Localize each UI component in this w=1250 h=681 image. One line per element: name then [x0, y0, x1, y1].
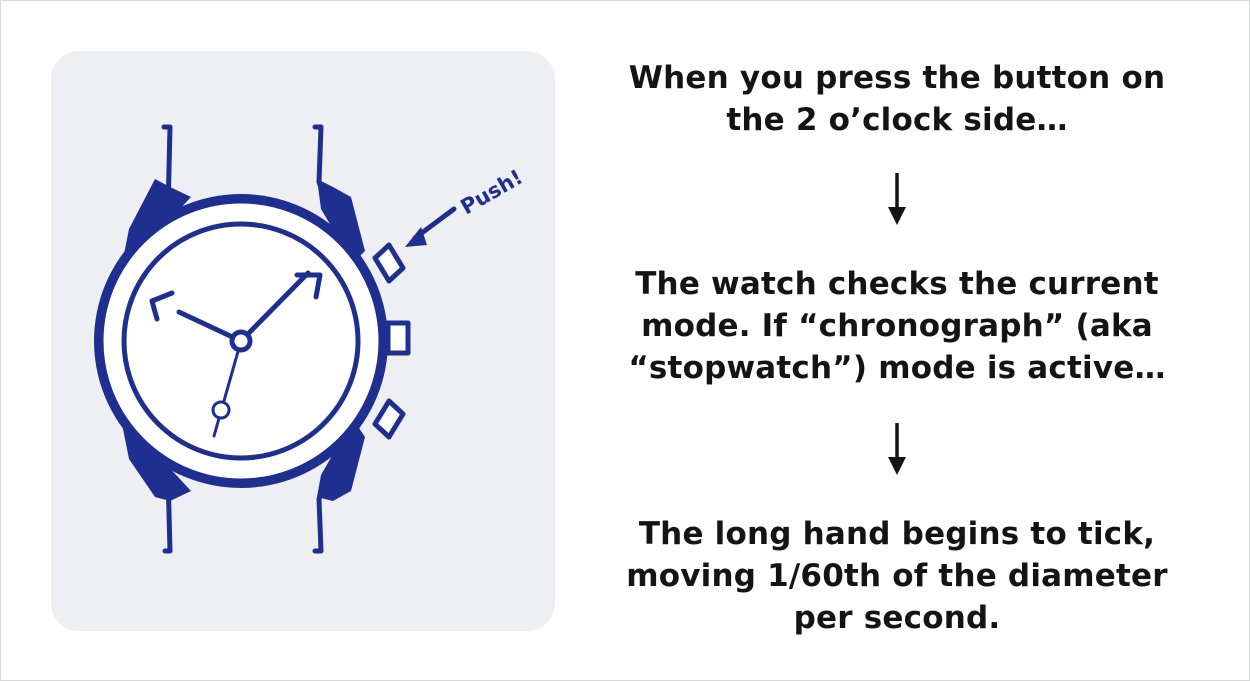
step-2-text: The watch checks the current mode. If “c…	[628, 266, 1166, 386]
push-callout-label: Push!	[457, 165, 527, 219]
push-callout-arrow	[405, 206, 457, 247]
long-hand	[238, 270, 311, 344]
lug-bottom-right	[317, 419, 365, 501]
second-hand-counterweight	[211, 400, 231, 420]
watch-illustration-panel: Push!	[51, 51, 555, 631]
chrono-second-hand	[212, 339, 243, 438]
down-arrow-icon	[888, 173, 906, 225]
lug-top-right	[317, 179, 365, 263]
index-bracket-upper-left	[149, 290, 175, 322]
step-3-text: The long hand begins to tick, moving 1/6…	[626, 516, 1168, 636]
pusher-four-oclock	[372, 398, 406, 440]
watch-illustration: Push!	[94, 124, 527, 554]
down-arrow-icon	[888, 423, 906, 475]
index-bracket-upper-right	[294, 272, 323, 300]
step-1-text: When you press the button on the 2 o’clo…	[628, 60, 1166, 138]
center-pivot	[229, 329, 253, 353]
crown-three-oclock	[385, 320, 411, 356]
pusher-two-oclock	[372, 242, 406, 284]
